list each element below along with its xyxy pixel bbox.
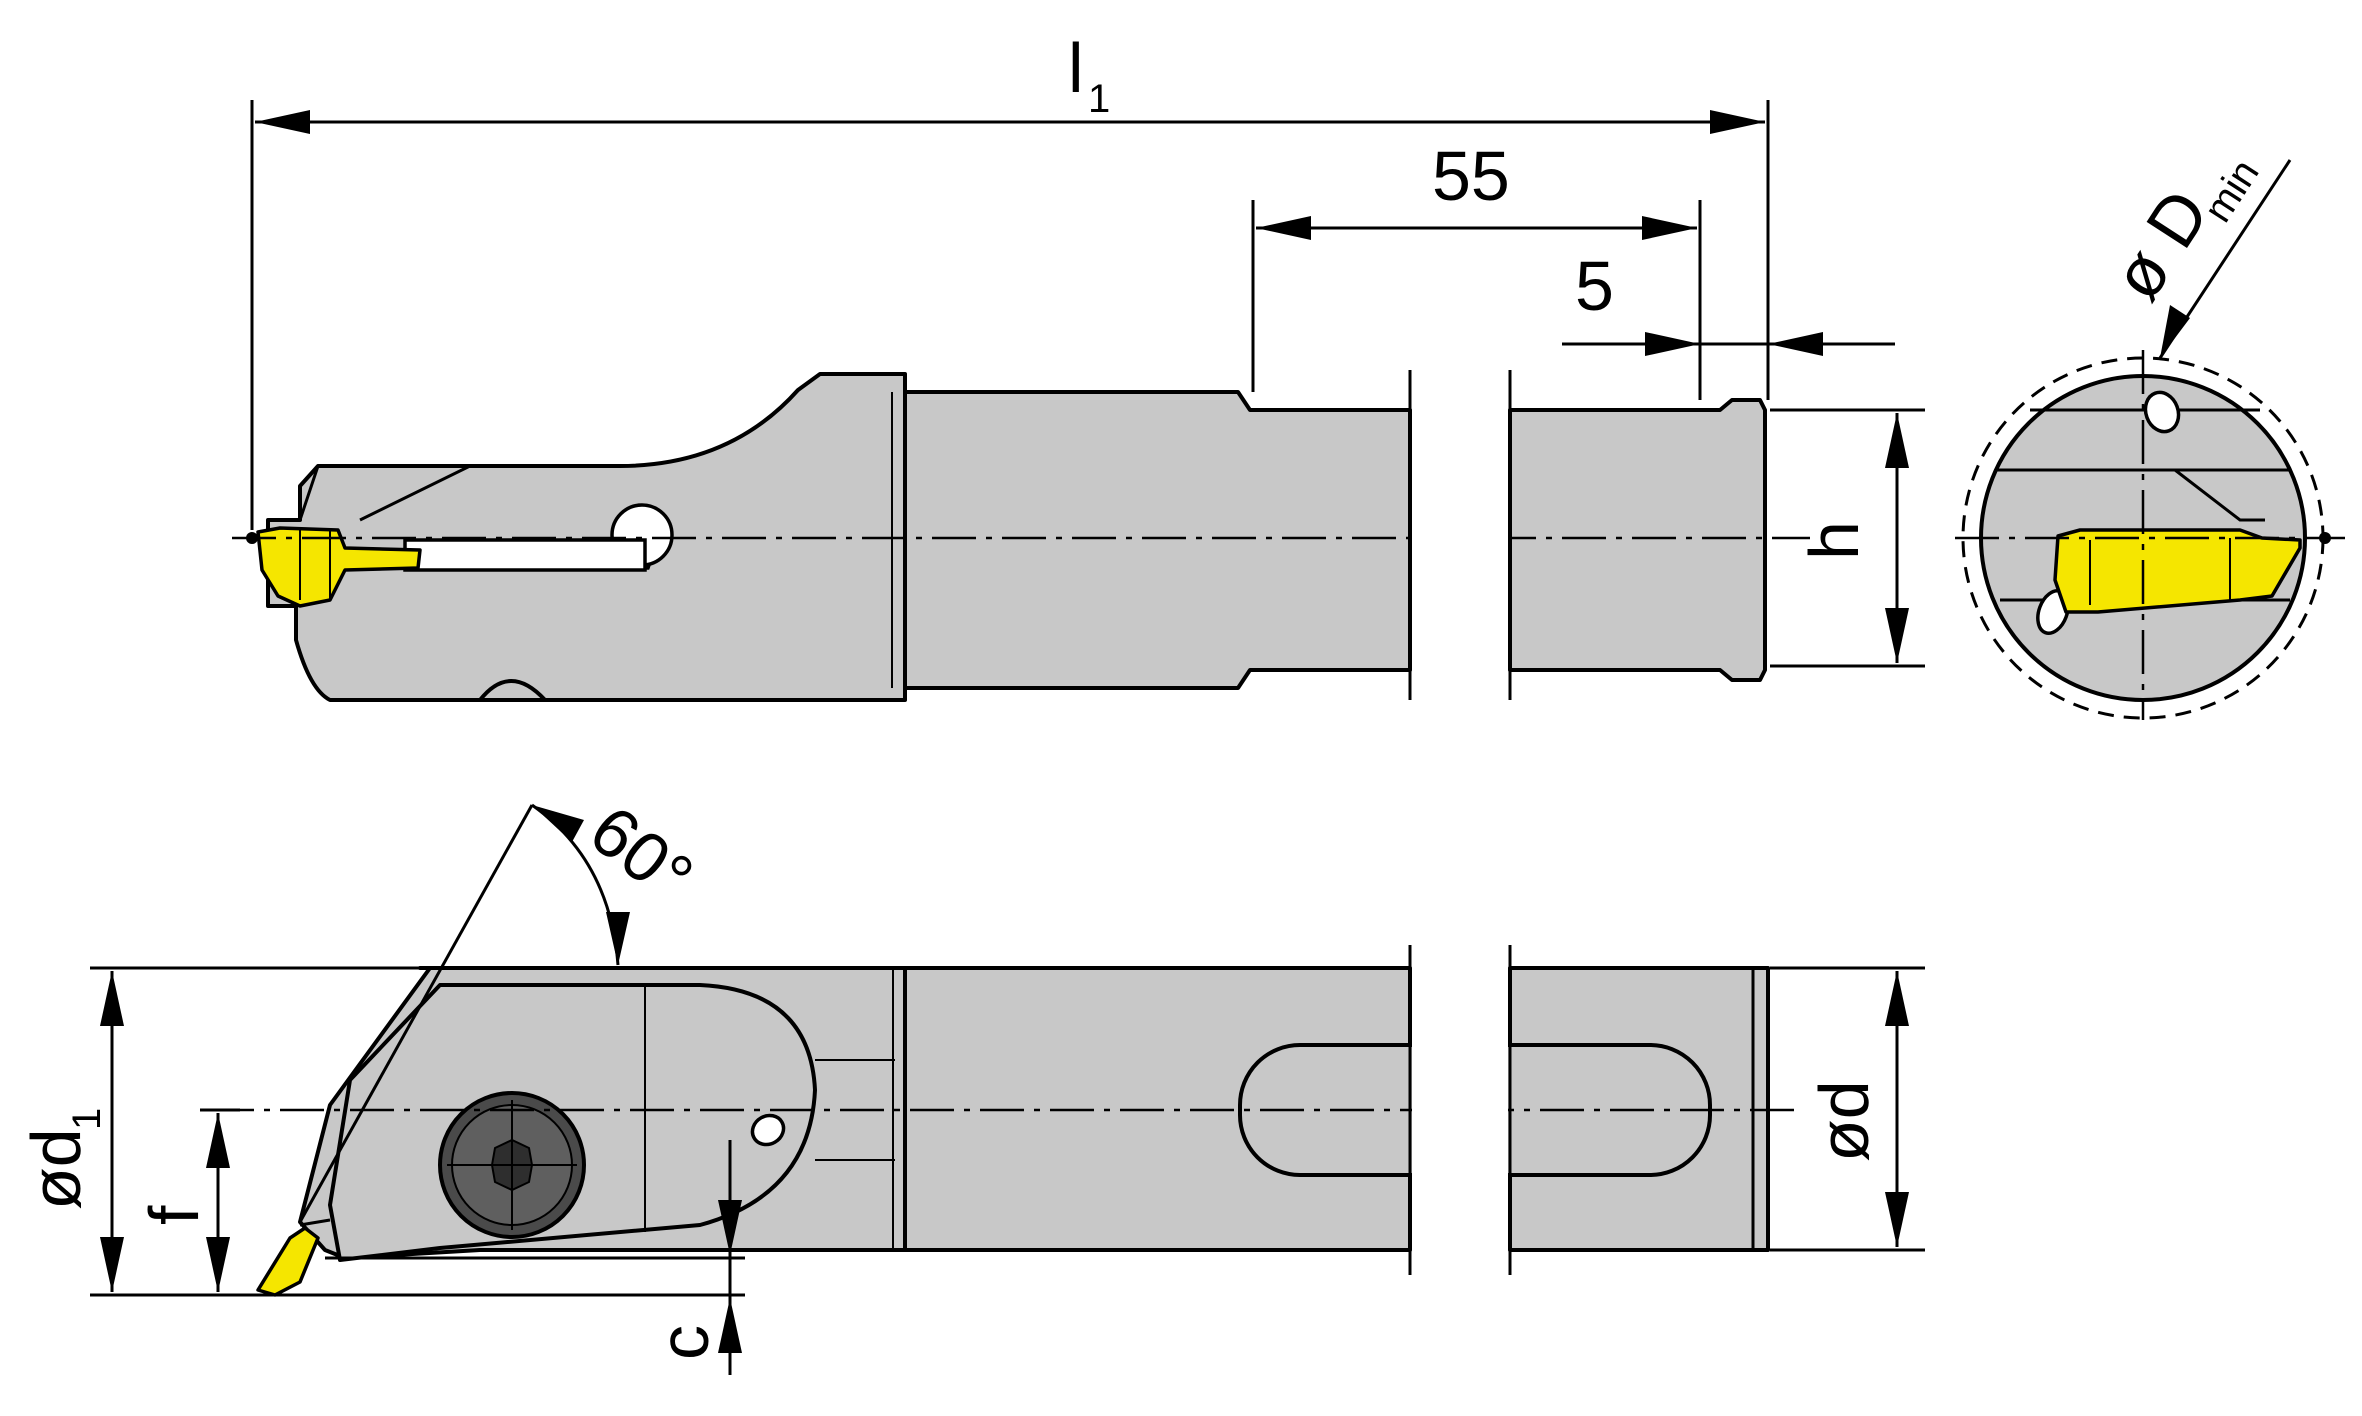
l1-label: l: [1068, 29, 1084, 107]
bottom-view: [210, 945, 1800, 1297]
angle-arrow-top: [532, 805, 584, 842]
c-label: c: [645, 1325, 723, 1360]
top-insert-detail: [299, 530, 331, 600]
d-arrow-top: [1885, 971, 1909, 1026]
c-arrow-top: [718, 1200, 742, 1255]
l1-arrow-left: [255, 110, 310, 134]
d1-arrow-bottom: [100, 1237, 124, 1292]
dim55-arrow-right: [1642, 216, 1697, 240]
d-arrow-bottom: [1885, 1192, 1909, 1247]
h-label: h: [1795, 521, 1873, 560]
bottom-coolant-hole: [750, 1113, 786, 1147]
angle-label: 60°: [576, 790, 707, 917]
angle-leg: [298, 804, 534, 1223]
f-label: f: [135, 1205, 213, 1225]
f-arrow-top: [206, 1113, 230, 1168]
dim5-arrow-right: [1768, 332, 1823, 356]
bottom-insert-holder: [299, 1218, 331, 1227]
bottom-insert[interactable]: [256, 1226, 320, 1297]
d1-label-sub: 1: [65, 1108, 109, 1130]
clamp-edges: [815, 1059, 895, 1161]
end-insert-detail: [2089, 538, 2231, 605]
bottom-break-gap: [1412, 947, 1508, 1277]
top-shank-right: [1508, 398, 1767, 682]
end-pocket-line: [2174, 468, 2265, 522]
angle-arrow-bottom: [606, 912, 630, 965]
h-arrow-bottom: [1885, 608, 1909, 663]
f-arrow-bottom: [206, 1237, 230, 1292]
d-label: ød: [1805, 1080, 1883, 1162]
dim5-label: 5: [1575, 247, 1614, 325]
l1-label-sub: 1: [1088, 77, 1110, 121]
dim55-arrow-left: [1256, 216, 1311, 240]
end-insert[interactable]: [2053, 528, 2302, 614]
top-dimensions: l 1 55 5 h: [250, 29, 1925, 668]
d1-arrow-top: [100, 971, 124, 1026]
top-slot-body: [403, 538, 647, 572]
dmin-arrow: [2160, 305, 2190, 358]
top-bottom-bump: [478, 679, 547, 702]
top-pocket-line: [298, 464, 471, 522]
top-insert[interactable]: [256, 526, 422, 608]
bottom-dimensions: 60° ød 1 f c ød: [17, 790, 1925, 1375]
end-view: ø D min: [1955, 152, 2345, 720]
dim5-arrow-left: [1645, 332, 1700, 356]
top-break-gap: [1412, 372, 1508, 702]
end-coolant-hole: [2143, 390, 2181, 434]
top-view: [232, 370, 1810, 702]
l1-arrow-right: [1710, 110, 1765, 134]
dim55-label: 55: [1432, 137, 1510, 215]
c-arrow-bottom: [718, 1298, 742, 1353]
top-shank-mid: [903, 390, 1412, 690]
d1-label: ød: [17, 1128, 95, 1210]
h-arrow-top: [1885, 413, 1909, 468]
